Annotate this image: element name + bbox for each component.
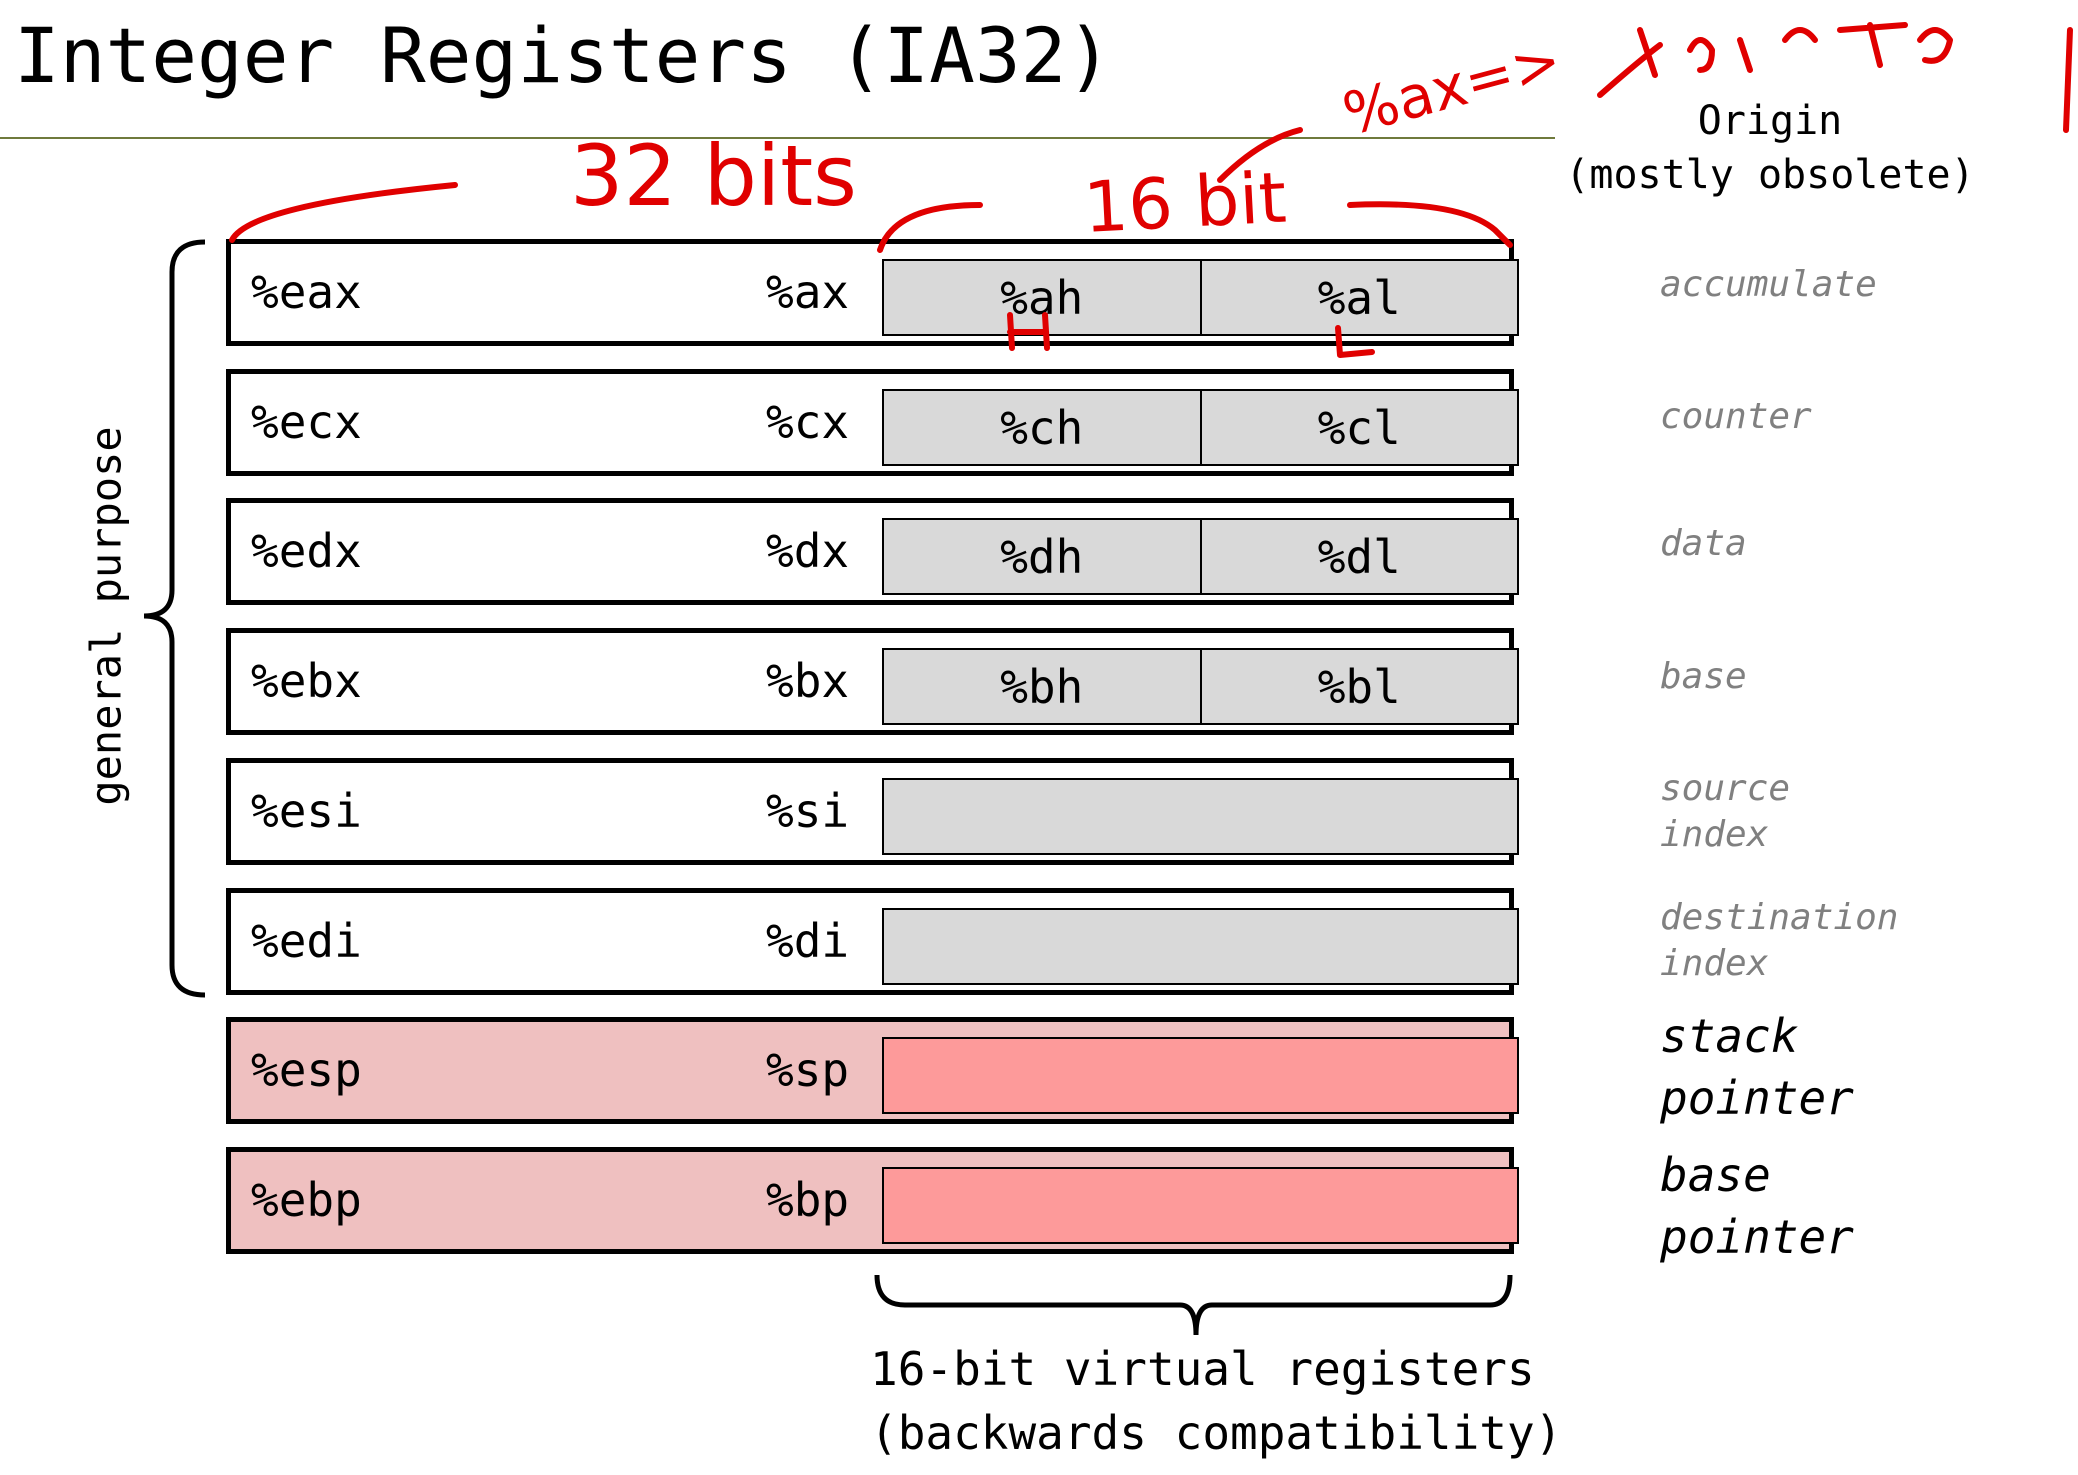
title-divider	[0, 137, 1555, 139]
general-purpose-brace	[143, 239, 206, 998]
register-high-byte: %ah	[884, 261, 1202, 334]
origin-base-pointer: base pointer	[1660, 1148, 1854, 1264]
handwritten-annotations	[229, 22, 2073, 358]
register-row-esp: %esp %sp	[226, 1017, 1519, 1124]
register-low-byte: %dl	[1317, 529, 1401, 584]
register-16bit-box	[882, 1037, 1519, 1114]
register-32bit-name: %edx	[251, 524, 362, 578]
register-32bit-name: %edi	[251, 914, 362, 968]
low-mark	[1335, 325, 1375, 358]
origin-header: Origin (mostly obsolete)	[1565, 98, 1975, 198]
bit16-bracket-right-mark	[1347, 201, 1513, 248]
register-16bit-name: %dx	[766, 524, 850, 578]
register-16bit-name: %cx	[766, 395, 850, 449]
ax-note-annotation: %ax=>	[1336, 25, 1568, 148]
register-low-byte: %bl	[1317, 659, 1401, 714]
register-high-byte: %ch	[884, 391, 1202, 464]
register-row-ecx: %ecx %cx %ch %cl	[226, 369, 1519, 476]
origin-accumulate: accumulate	[1660, 264, 1877, 305]
register-row-ebx: %ebx %bx %bh %bl	[226, 628, 1519, 735]
bit16-bracket-left-mark	[877, 202, 983, 253]
origin-source-index: source index	[1660, 768, 1791, 855]
register-16bit-name: %ax	[766, 265, 850, 319]
high-mark	[1007, 312, 1050, 351]
handwritten-text: 32 bits 16 bit %ax=>	[570, 25, 1568, 249]
right-edge-stroke	[2063, 27, 2073, 133]
register-32bit-name: %eax	[251, 265, 362, 319]
bits32-bracket-mark	[229, 182, 458, 243]
register-16bit-name: %bx	[766, 654, 850, 708]
bit16-annotation: 16 bit	[1082, 156, 1289, 248]
register-row-edx: %edx %dx %dh %dl	[226, 498, 1519, 605]
register-32bit-name: %ecx	[251, 395, 362, 449]
bits32-annotation: 32 bits	[570, 127, 857, 225]
register-32bit-name: %ebp	[251, 1173, 362, 1227]
virtual-registers-label: 16-bit virtual registers (backwards comp…	[870, 1342, 1563, 1460]
register-low-byte: %al	[1317, 270, 1401, 325]
page-title: Integer Registers (IA32)	[14, 11, 1113, 100]
register-32bit-name: %esi	[251, 784, 362, 838]
register-row-esi: %esi %si	[226, 758, 1519, 865]
register-16bit-box	[882, 1167, 1519, 1244]
register-16bit-name: %di	[766, 914, 850, 968]
virtual-registers-brace	[874, 1274, 1513, 1336]
korean-scribble	[1597, 22, 1953, 98]
register-32bit-name: %ebx	[251, 654, 362, 708]
origin-stack-pointer: stack pointer	[1660, 1009, 1854, 1125]
register-32bit-name: %esp	[251, 1043, 362, 1097]
register-row-ebp: %ebp %bp	[226, 1147, 1519, 1254]
origin-data: data	[1660, 523, 1747, 564]
register-16bit-name: %bp	[766, 1173, 850, 1227]
register-16bit-box	[882, 908, 1519, 985]
bit16-pointer-stroke	[1217, 127, 1303, 183]
register-16bit-box: %bh %bl	[882, 648, 1519, 725]
register-row-edi: %edi %di	[226, 888, 1519, 995]
register-16bit-box: %ah %al	[882, 259, 1519, 336]
register-low-byte: %cl	[1317, 400, 1401, 455]
register-high-byte: %bh	[884, 650, 1202, 723]
register-16bit-box	[882, 778, 1519, 855]
register-16bit-box: %ch %cl	[882, 389, 1519, 466]
register-16bit-box: %dh %dl	[882, 518, 1519, 595]
origin-destination-index: destination index	[1660, 897, 1899, 984]
origin-base: base	[1660, 656, 1747, 697]
register-16bit-name: %sp	[766, 1043, 850, 1097]
register-16bit-name: %si	[766, 784, 850, 838]
origin-counter: counter	[1660, 396, 1812, 437]
register-high-byte: %dh	[884, 520, 1202, 593]
register-row-eax: %eax %ax %ah %al	[226, 239, 1519, 346]
